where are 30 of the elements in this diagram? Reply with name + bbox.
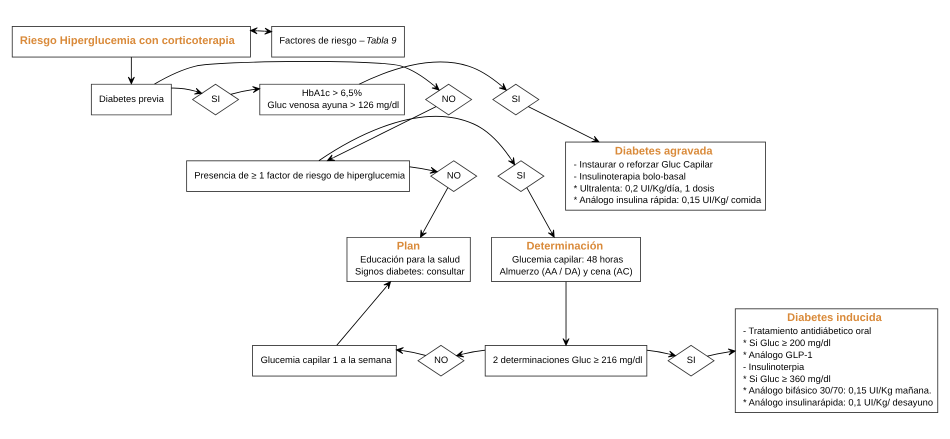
arrow — [326, 106, 436, 162]
arrow — [420, 187, 448, 238]
arrow — [646, 350, 676, 358]
node-diamond: SI — [497, 160, 545, 192]
arrow — [171, 88, 202, 95]
arrow — [526, 187, 555, 238]
node-box: Diabetes agravada - Instaurar o reforzar Gluc Capilar - Insulinoterapia bolo-basal * Ultralenta: 0,2 UI/Kg/día, 1 dosis * Análogo insulina rápida: 0,15 UI/Kg/ comida — [565, 142, 766, 211]
arrow — [396, 347, 426, 356]
arrow — [706, 348, 736, 357]
arrow — [250, 27, 272, 35]
arrow — [528, 106, 600, 142]
arrow — [409, 166, 438, 174]
node-box: Diabetes previa — [90, 84, 172, 116]
node-box: 2 determinaciones Gluc ≥ 216 mg/dl — [484, 344, 648, 376]
arrow — [336, 281, 391, 346]
arrow — [230, 86, 260, 95]
arrow — [154, 61, 440, 91]
node-box: Glucemia capilar 1 a la semana — [252, 344, 397, 376]
arrow — [456, 350, 486, 358]
node-box: Diabetes inducida - Tratamiento antidiábetico oral * Si Gluc ≥ 200 mg/dl * Análogo GLP-1 - Insulinoterpia * Si Gluc ≥ 360 mg/dl * Análogo bifásico 30/70: 0,15 UI/Kg mañana. * Análogo insulinarápida: 0,1 UI/Kg/ desayuno — [734, 308, 938, 414]
node-box: Determinación Glucemia capilar: 48 horas Almuerzo (AA / DA) y cena (AC) — [491, 236, 641, 282]
node-box: Factores de riesgo – Tabla 9 — [271, 26, 405, 58]
node-box: HbA1c > 6,5% Gluc venosa ayuna > 126 mg/dl — [259, 84, 405, 116]
node-box: Presencia de ≥ 1 factor de riesgo de hiperglucemia — [186, 160, 410, 192]
arrow — [562, 281, 570, 346]
arrow — [318, 116, 516, 166]
node-box: Plan Educación para la salud Signos diabetes: consultar — [346, 236, 471, 282]
node-box: Riesgo Hiperglucemia con corticoterapia — [12, 26, 251, 58]
arrow — [358, 62, 507, 91]
arrow — [128, 56, 135, 84]
